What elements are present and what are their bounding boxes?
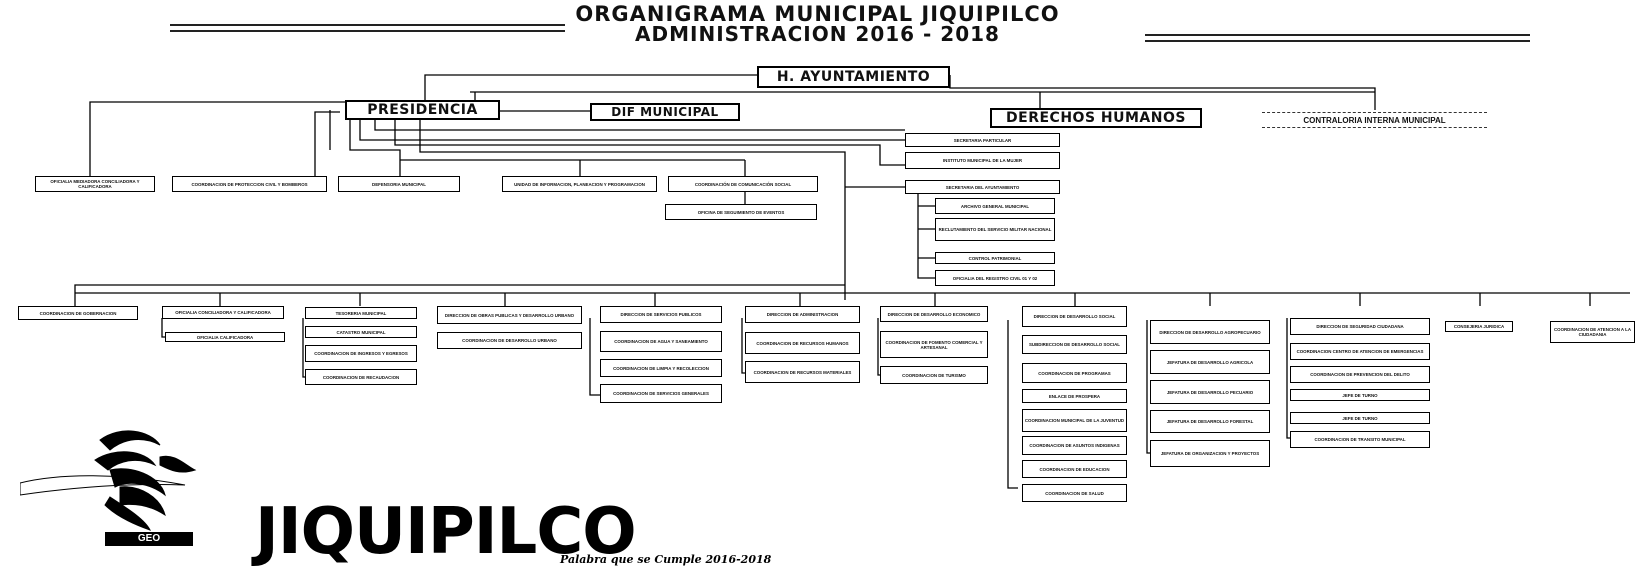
node-presidencia: PRESIDENCIA bbox=[345, 100, 500, 120]
title-rule-left-bottom bbox=[170, 30, 565, 32]
logo-tagline: Palabra que se Cumple 2016-2018 bbox=[560, 553, 772, 566]
node-dept-9-sub-1: JEFATURA DE DESARROLLO AGRICOLA bbox=[1150, 350, 1270, 374]
node-dept-5: DIRECCION DE SERVICIOS PUBLICOS bbox=[600, 306, 722, 323]
node-dept-3-sub-2: COORDINACION DE INGRESOS Y EGRESOS bbox=[305, 345, 417, 362]
node-dept-3: TESORERIA MUNICIPAL bbox=[305, 307, 417, 319]
node-dept-6-sub-1: COORDINACION DE RECURSOS HUMANOS bbox=[745, 332, 860, 354]
node-ayuntamiento: H. AYUNTAMIENTO bbox=[757, 66, 950, 88]
node-dept-6-sub-2: COORDINACION DE RECURSOS MATERIALES bbox=[745, 361, 860, 383]
node-dif-municipal: DIF MUNICIPAL bbox=[590, 103, 740, 121]
node-dept-4: DIRECCION DE OBRAS PUBLICAS Y DESARROLLO… bbox=[437, 306, 582, 324]
logo-badge: GEO bbox=[105, 532, 193, 546]
municipal-emblem-icon bbox=[20, 430, 197, 531]
node-presidencia-unit-3: DEFENSORIA MUNICIPAL bbox=[338, 176, 460, 192]
node-dept-3-sub-3: COORDINACION DE RECAUDACION bbox=[305, 369, 417, 385]
node-dept-5-sub-3: COORDINACION DE SERVICIOS GENERALES bbox=[600, 384, 722, 403]
node-comunicacion-sub: OFICINA DE SEGUIMIENTO DE EVENTOS bbox=[665, 204, 817, 220]
node-dept-8-sub-5: COORDINACION DE ASUNTOS INDIGENAS bbox=[1022, 436, 1127, 455]
node-dept-3-sub-1: CATASTRO MUNICIPAL bbox=[305, 326, 417, 338]
node-dept-1: COORDINACION DE GOBERNACION bbox=[18, 306, 138, 320]
node-dept-7: DIRECCION DE DESARROLLO ECONOMICO bbox=[880, 306, 988, 322]
title-rule-left-top bbox=[170, 24, 565, 26]
node-dept-10-sub-5: COORDINACION DE TRANSITO MUNICIPAL bbox=[1290, 431, 1430, 448]
node-presidencia-unit-2: COORDINACION DE PROTECCION CIVIL Y BOMBE… bbox=[172, 176, 327, 192]
node-dept-6: DIRECCION DE ADMINISTRACION bbox=[745, 306, 860, 323]
node-dept-11: CONSEJERIA JURIDICA bbox=[1445, 321, 1513, 332]
node-dept-8-sub-4: COORDINACION MUNICIPAL DE LA JUVENTUD bbox=[1022, 409, 1127, 432]
node-dept-2-sub-1: OFICIALIA CALIFICADORA bbox=[165, 332, 285, 342]
title-rule-right-top bbox=[1145, 34, 1530, 36]
node-dept-10: DIRECCION DE SEGURIDAD CIUDADANA bbox=[1290, 318, 1430, 335]
node-secretaria-sub-2: RECLUTAMIENTO DEL SERVICIO MILITAR NACIO… bbox=[935, 218, 1055, 241]
node-dept-9-sub-4: JEFATURA DE ORGANIZACION Y PROYECTOS bbox=[1150, 440, 1270, 467]
node-dept-7-sub-2: COORDINACION DE TURISMO bbox=[880, 366, 988, 384]
node-dept-7-sub-1: COORDINACION DE FOMENTO COMERCIAL Y ARTE… bbox=[880, 331, 988, 358]
node-dept-8-sub-1: SUBDIRECCION DE DESARROLLO SOCIAL bbox=[1022, 335, 1127, 354]
node-dept-10-sub-4: JEFE DE TURNO bbox=[1290, 412, 1430, 424]
node-dept-4-sub-1: COORDINACION DE DESARROLLO URBANO bbox=[437, 332, 582, 349]
chart-title: ORGANIGRAMA MUNICIPAL JIQUIPILCO bbox=[575, 2, 1060, 26]
node-dept-12: COORDINACION DE ATENCION A LA CIUDADANIA bbox=[1550, 321, 1635, 343]
node-dept-5-sub-2: COORDINACION DE LIMPIA Y RECOLECCION bbox=[600, 359, 722, 377]
node-dept-8-sub-7: COORDINACION DE SALUD bbox=[1022, 484, 1127, 502]
node-secretaria-sub-4: OFICIALIA DEL REGISTRO CIVIL 01 Y 02 bbox=[935, 270, 1055, 286]
node-dept-10-sub-1: COORDINACION CENTRO DE ATENCION DE EMERG… bbox=[1290, 343, 1430, 360]
node-secretaria-particular: SECRETARIA PARTICULAR bbox=[905, 133, 1060, 147]
node-presidencia-unit-4: UNIDAD DE INFORMACION, PLANEACION Y PROG… bbox=[502, 176, 657, 192]
node-secretaria-sub-1: ARCHIVO GENERAL MUNICIPAL bbox=[935, 198, 1055, 214]
node-comunicacion-social: COORDINACIÓN DE COMUNICACIÓN SOCIAL bbox=[668, 176, 818, 192]
node-dept-2: OFICIALIA CONCILIADORA Y CALIFICADORA bbox=[162, 306, 284, 319]
node-secretaria-ayuntamiento: SECRETARIA DEL AYUNTAMIENTO bbox=[905, 180, 1060, 194]
logo-wordmark: JIQUIPILCO bbox=[255, 495, 637, 569]
node-dept-9-sub-2: JEFATURA DE DESARROLLO PECUARIO bbox=[1150, 380, 1270, 404]
node-dept-9-sub-3: JEFATURA DE DESARROLLO FORESTAL bbox=[1150, 410, 1270, 433]
node-dept-8-sub-2: COORDINACION DE PROGRAMAS bbox=[1022, 363, 1127, 383]
node-derechos-humanos: DERECHOS HUMANOS bbox=[990, 108, 1202, 128]
node-secretaria-sub-3: CONTROL PATRIMONIAL bbox=[935, 252, 1055, 264]
node-dept-5-sub-1: COORDINACION DE AGUA Y SANEAMIENTO bbox=[600, 331, 722, 352]
title-rule-right-bottom bbox=[1145, 40, 1530, 42]
node-presidencia-unit-1: OFICIALIA MEDIADORA CONCILIADORA Y CALIF… bbox=[35, 176, 155, 192]
node-dept-8-sub-3: ENLACE DE PROSPERA bbox=[1022, 389, 1127, 403]
node-dept-8: DIRECCION DE DESARROLLO SOCIAL bbox=[1022, 306, 1127, 327]
node-dept-10-sub-3: JEFE DE TURNO bbox=[1290, 389, 1430, 401]
node-dept-9: DIRECCION DE DESARROLLO AGROPECUARIO bbox=[1150, 320, 1270, 344]
node-dept-8-sub-6: COORDINACION DE EDUCACION bbox=[1022, 460, 1127, 478]
node-contraloria: CONTRALORIA INTERNA MUNICIPAL bbox=[1262, 112, 1487, 128]
node-instituto-mujer: INSTITUTO MUNICIPAL DE LA MUJER bbox=[905, 152, 1060, 169]
node-dept-10-sub-2: COORDINACION DE PREVENCION DEL DELITO bbox=[1290, 366, 1430, 383]
chart-subtitle: ADMINISTRACION 2016 - 2018 bbox=[635, 22, 1000, 46]
